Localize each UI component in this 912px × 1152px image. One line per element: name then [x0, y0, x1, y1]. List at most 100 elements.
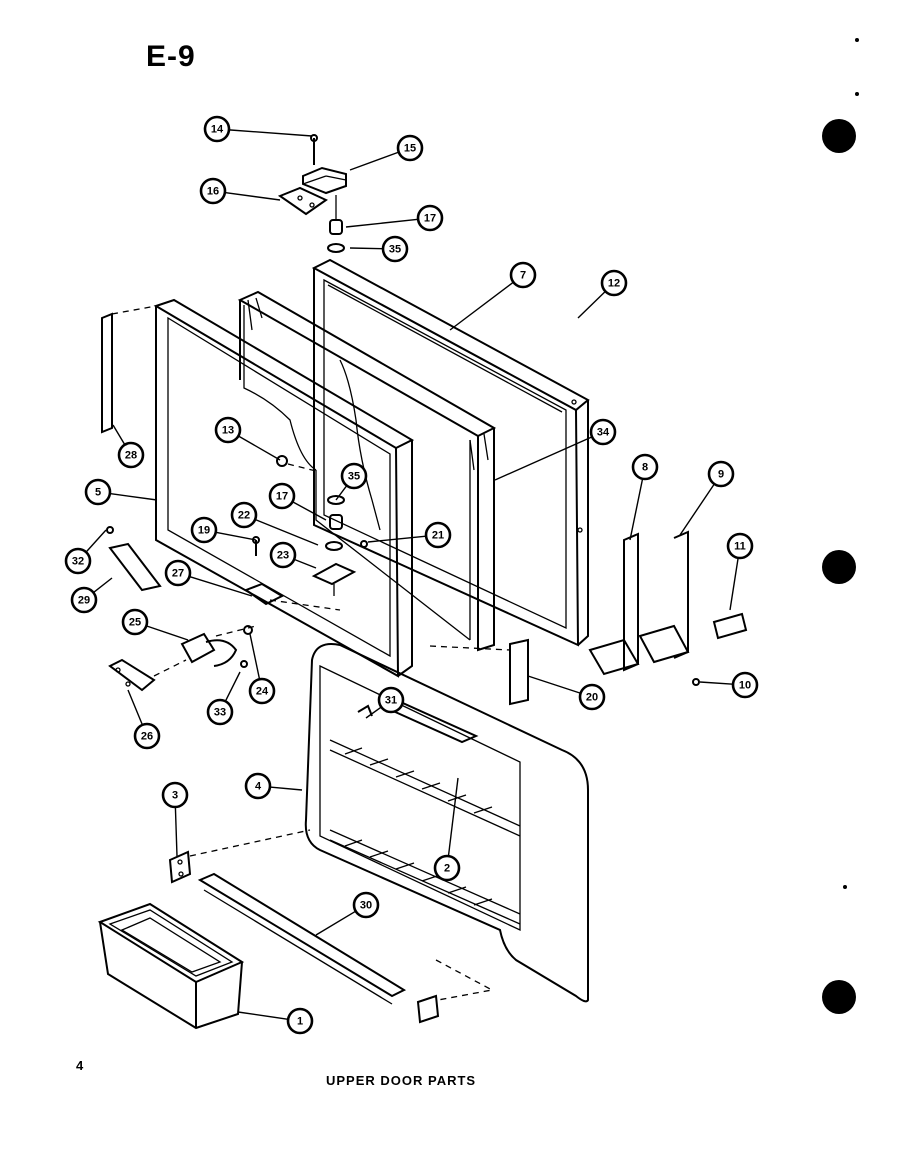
- leader-line-3: [174, 806, 178, 857]
- binder-hole-middle: [822, 550, 856, 584]
- callout-label: 19: [198, 525, 210, 537]
- page-number: 4: [76, 1058, 84, 1073]
- callout-21: 21: [424, 521, 452, 549]
- leader-line-26: [127, 689, 144, 726]
- leader-line-21: [367, 535, 427, 543]
- callout-label: 7: [520, 270, 526, 282]
- leader-line-31: [365, 706, 382, 719]
- callout-22: 22: [230, 501, 258, 529]
- bottom-parts: [97, 829, 494, 1030]
- callout-24: 24: [248, 677, 276, 705]
- leader-line-28: [112, 424, 126, 446]
- leader-line-24: [249, 633, 261, 680]
- leader-line-16: [224, 191, 281, 201]
- callout-10: 10: [731, 671, 759, 699]
- callout-16: 16: [199, 177, 227, 205]
- leader-line-34: [494, 436, 593, 481]
- callout-34: 34: [589, 418, 617, 446]
- callout-label: 14: [211, 124, 224, 136]
- callout-label: 13: [222, 425, 234, 437]
- binder-hole-top: [822, 119, 856, 153]
- leader-line-17: [292, 501, 327, 521]
- leader-line-22: [254, 518, 319, 546]
- leader-line-9: [679, 483, 715, 536]
- diagram-title: E-9: [146, 40, 196, 73]
- speck: [855, 38, 859, 42]
- leader-line-17: [345, 218, 419, 228]
- callout-label: 32: [72, 556, 84, 568]
- speck: [843, 885, 847, 889]
- callout-label: 25: [129, 617, 141, 629]
- callout-label: 3: [172, 790, 178, 802]
- callout-17: 17: [268, 482, 296, 510]
- callout-19: 19: [190, 516, 218, 544]
- leader-line-19: [215, 531, 257, 541]
- leader-line-14: [228, 129, 313, 137]
- bottom-hinge-brackets: [588, 530, 748, 686]
- callout-5: 5: [84, 478, 112, 506]
- leader-line-27: [189, 575, 253, 597]
- leader-line-33: [224, 671, 241, 702]
- callout-label: 27: [172, 568, 184, 580]
- callout-12: 12: [600, 269, 628, 297]
- callout-9: 9: [707, 460, 735, 488]
- callout-label: 24: [256, 686, 269, 698]
- callout-label: 33: [214, 707, 226, 719]
- leader-lines: [85, 129, 739, 1020]
- leader-line-8: [629, 478, 644, 541]
- callout-17: 17: [416, 204, 444, 232]
- leader-line-10: [699, 681, 734, 685]
- leader-line-2: [447, 777, 459, 857]
- callout-label: 35: [348, 471, 360, 483]
- callout-7: 7: [509, 261, 537, 289]
- callout-label: 28: [125, 450, 137, 462]
- callout-label: 21: [432, 530, 444, 542]
- leader-line-7: [449, 281, 514, 331]
- callout-29: 29: [70, 586, 98, 614]
- callout-33: 33: [206, 698, 234, 726]
- callout-label: 34: [597, 427, 610, 439]
- small-hardware-left: [106, 455, 321, 606]
- callout-26: 26: [133, 722, 161, 750]
- callout-3: 3: [161, 781, 189, 809]
- callout-25: 25: [121, 608, 149, 636]
- callout-2: 2: [433, 854, 461, 882]
- callout-30: 30: [352, 891, 380, 919]
- callout-label: 2: [444, 863, 450, 875]
- callout-31: 31: [377, 686, 405, 714]
- callout-14: 14: [203, 115, 231, 143]
- callout-23: 23: [269, 541, 297, 569]
- callout-label: 16: [207, 186, 219, 198]
- callout-label: 4: [255, 781, 262, 793]
- callout-label: 15: [404, 143, 416, 155]
- leader-line-32: [85, 529, 107, 553]
- leader-line-25: [146, 625, 189, 641]
- inner-door-liner: [304, 638, 589, 1003]
- leader-line-12: [577, 290, 606, 319]
- callout-8: 8: [631, 453, 659, 481]
- callout-27: 27: [164, 559, 192, 587]
- leader-line-15: [349, 151, 399, 171]
- callout-label: 26: [141, 731, 153, 743]
- speck: [855, 92, 859, 96]
- callout-20: 20: [578, 683, 606, 711]
- callout-35: 35: [381, 235, 409, 263]
- gasket-retainer-strip: [101, 305, 157, 434]
- callout-label: 30: [360, 900, 372, 912]
- leader-line-23: [293, 558, 317, 569]
- callout-1: 1: [286, 1007, 314, 1035]
- leader-line-30: [315, 910, 357, 936]
- leader-line-35: [349, 247, 384, 250]
- diagram-caption: UPPER DOOR PARTS: [326, 1073, 477, 1088]
- callout-15: 15: [396, 134, 424, 162]
- center-hinge-parts: [269, 495, 368, 611]
- callout-label: 10: [739, 680, 751, 692]
- callout-label: 31: [385, 695, 397, 707]
- leader-line-13: [238, 435, 281, 461]
- leader-line-29: [93, 577, 113, 594]
- door-insulation-panel: [237, 290, 497, 652]
- callout-35: 35: [340, 462, 368, 490]
- leader-line-4: [269, 786, 303, 791]
- outer-door-panel: [311, 258, 590, 647]
